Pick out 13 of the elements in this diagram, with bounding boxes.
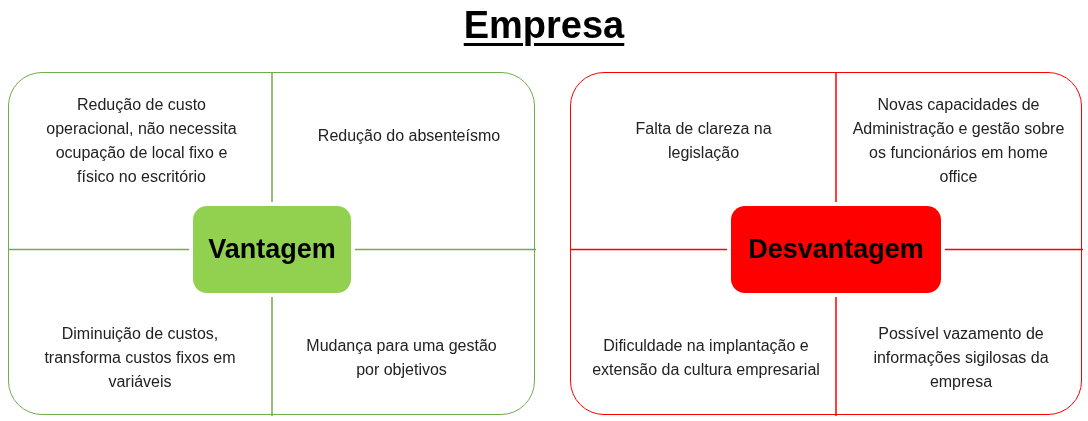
quadrant-text: Possível vazamento de informações sigilosas da empresa [856,322,1066,394]
quadrant-text: Novas capacidades de Administração e gestão sobre os funcionários em home office [851,93,1066,189]
quadrant-text: Dificuldade na implantação e extensão da cultura empresarial [586,334,826,382]
quadrant-text: Redução do absenteísmo [294,124,524,148]
quadrant-text: Redução de custo operacional, não necessita ocupação de local fixo e físico no escritório [39,93,244,189]
quadrant-panel [8,72,535,415]
quadrant-text: Falta de clareza na legislação [616,117,791,165]
quadrant-panel [570,72,1082,415]
category-label: Desvantagem [731,206,941,293]
category-label: Vantagem [193,206,351,293]
quadrant-text: Mudança para uma gestão por objetivos [299,334,504,382]
quadrant-text: Diminuição de custos, transforma custos fixos em variáveis [25,322,255,394]
title: Empresa [462,4,626,47]
